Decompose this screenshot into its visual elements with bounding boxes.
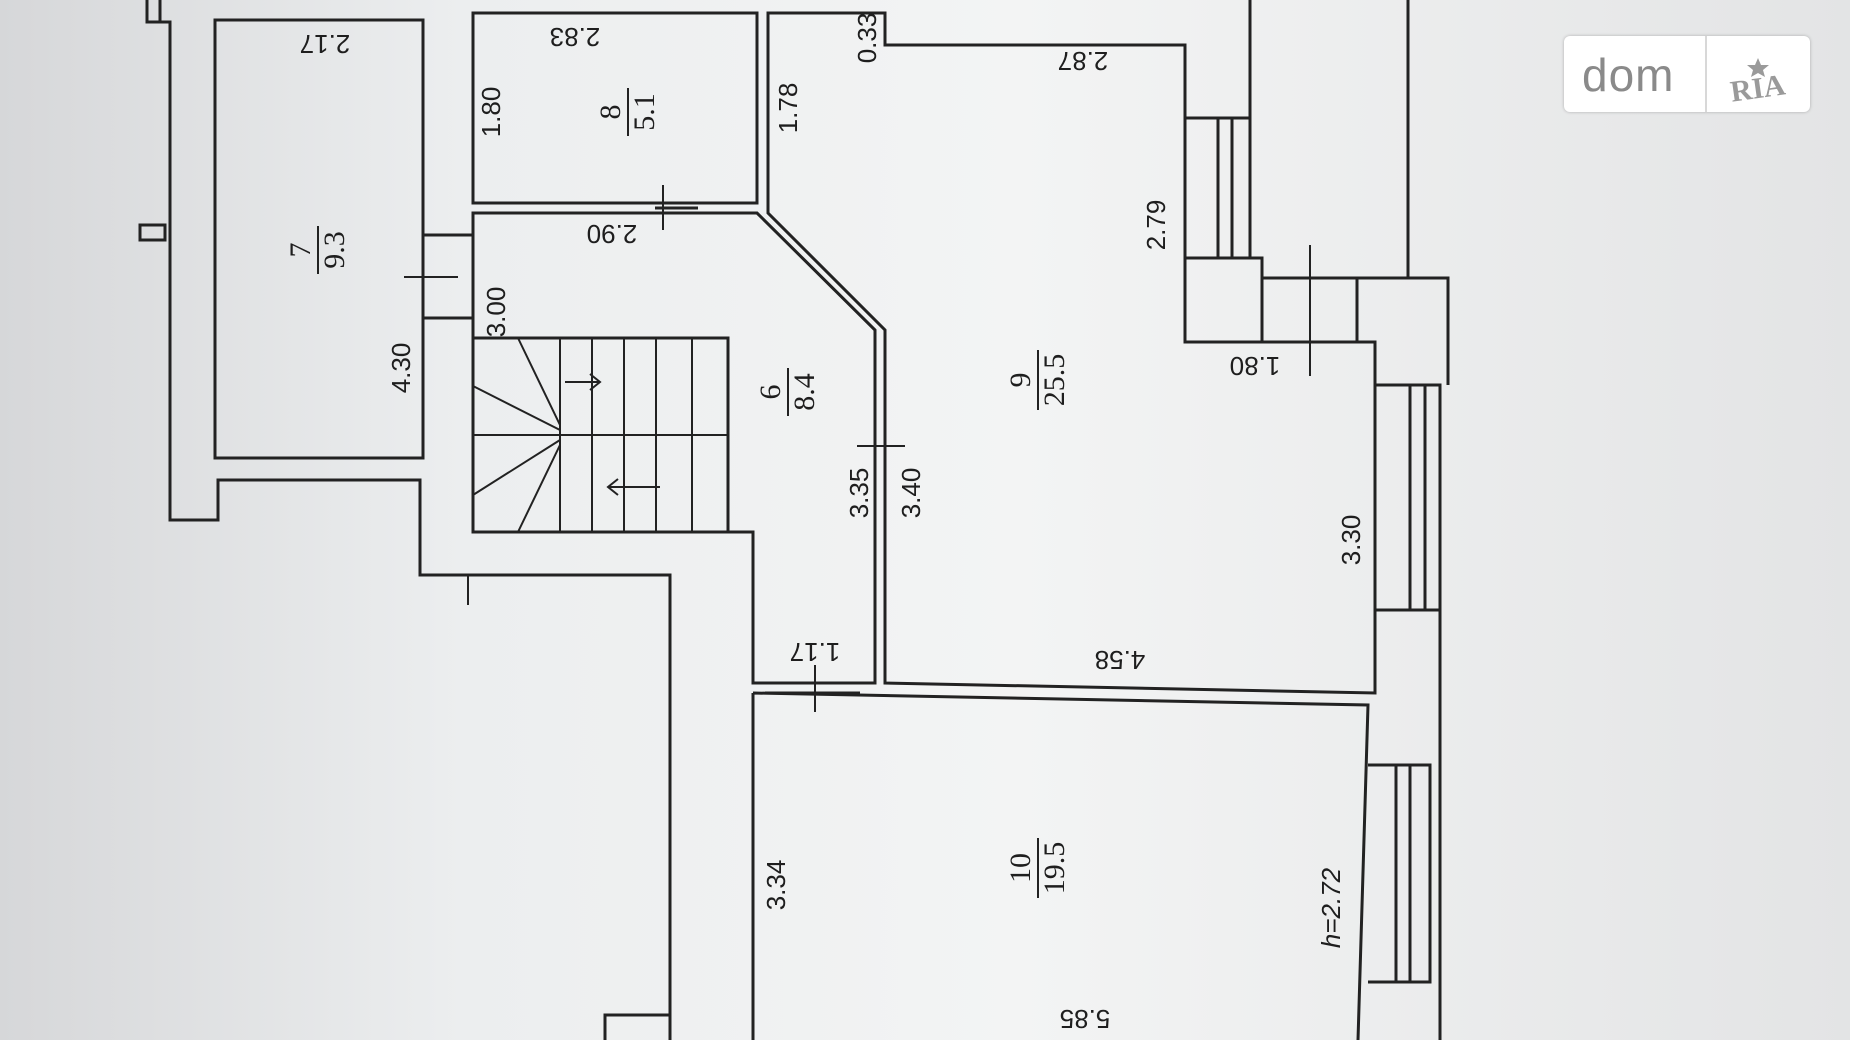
room-7-number: 7	[284, 243, 317, 258]
dim-r6-side: 3.00	[481, 287, 511, 338]
window-9-top	[1185, 116, 1252, 260]
stair-arrow-up	[565, 373, 602, 391]
watermark-ria-text: RIA	[1728, 68, 1787, 104]
room-6-label: 6 8.4	[754, 368, 821, 416]
room-9-label: 9 25.5	[1004, 350, 1071, 410]
stair-treads	[472, 337, 728, 533]
dim-r9-right-lower: 3.30	[1336, 515, 1366, 566]
dim-r9-right-upper: 2.79	[1141, 200, 1171, 251]
room-9-number: 9	[1004, 373, 1037, 388]
ria-logo-icon: RIA	[1728, 58, 1788, 104]
dim-r9-bottom: 4.58	[1095, 645, 1146, 675]
bottom-left-wall	[603, 1013, 672, 1040]
dim-r6-top: 2.90	[587, 219, 638, 249]
watermark-badge: dom RIA	[1564, 36, 1810, 112]
room-9-nook	[1185, 256, 1359, 342]
room-9-area: 25.5	[1038, 354, 1071, 407]
outer-wall-left	[145, 0, 672, 1040]
dim-r10-length: 3.34	[761, 860, 791, 911]
room-7-outline	[213, 18, 425, 460]
dim-r9-top-width: 2.87	[1058, 46, 1109, 76]
dim-r6-length: 3.35	[844, 468, 874, 519]
outer-wall-left-stub	[138, 223, 167, 242]
room-8-number: 8	[594, 105, 627, 120]
room-8-label: 8 5.1	[594, 88, 661, 136]
room-10-label: 10 19.5	[1004, 838, 1071, 898]
dim-r9-step: 1.80	[1230, 351, 1281, 381]
room-8-outline	[471, 11, 759, 205]
room-10-outline	[751, 691, 1370, 1040]
door-10-gap	[765, 681, 860, 695]
room-9-outline	[766, 11, 1377, 695]
dim-r8-height: 1.80	[476, 87, 506, 138]
room-10-area: 19.5	[1038, 842, 1071, 895]
dim-r7-length: 4.30	[386, 343, 416, 394]
dim-r6-bottom: 1.17	[790, 637, 841, 667]
room-6-outline	[471, 211, 877, 685]
room-7-label: 7 9.3	[284, 226, 351, 274]
room-8-area: 5.1	[628, 93, 661, 131]
dim-r10-bottom: 5.85	[1060, 1004, 1111, 1034]
room-6-number: 6	[754, 385, 787, 400]
dim-r9-nook: 0.33	[852, 13, 882, 64]
ceiling-height-label: h=2.72	[1316, 867, 1346, 948]
dim-r7-width: 2.17	[300, 29, 351, 59]
doorway-7-6	[423, 233, 473, 320]
window-9-right	[1375, 383, 1442, 612]
watermark-divider	[1705, 36, 1707, 112]
room-6-area: 8.4	[788, 373, 821, 411]
dim-r9-left: 1.78	[773, 83, 803, 134]
exterior-wall-right	[1248, 0, 1450, 1040]
watermark-dom-text: dom	[1582, 49, 1675, 101]
room-7-area: 9.3	[318, 231, 351, 269]
stair-arrow-down	[606, 478, 660, 496]
room-10-number: 10	[1004, 853, 1037, 883]
dim-r9-length: 3.40	[896, 468, 926, 519]
dim-r8-width: 2.83	[550, 22, 601, 52]
window-10-right	[1368, 763, 1432, 984]
